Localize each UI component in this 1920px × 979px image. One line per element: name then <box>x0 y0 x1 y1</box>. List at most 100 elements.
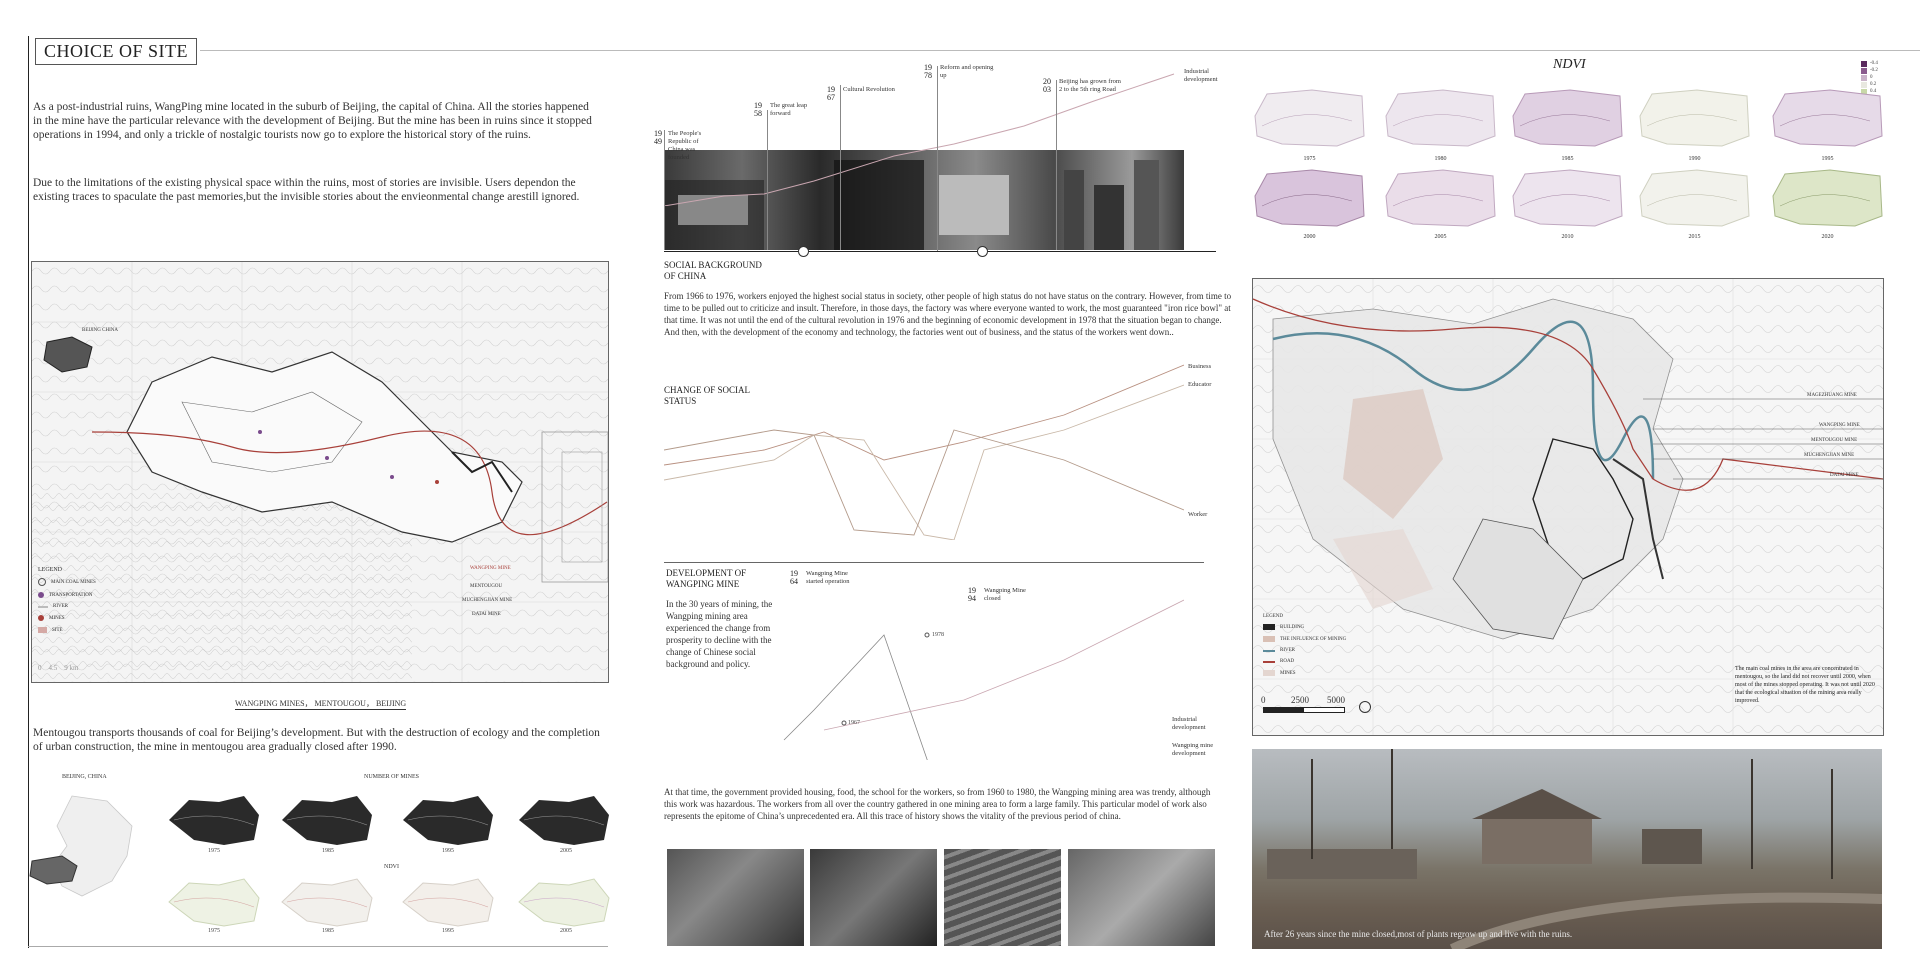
ndvi-legend-item: -0.2 <box>1861 67 1878 74</box>
swatch-icon <box>1861 67 1867 74</box>
event-1978: 19 78 Reform and opening up <box>924 63 994 80</box>
mine-area-graphic <box>1253 279 1883 735</box>
legend-road: ROAD <box>1263 659 1346 664</box>
mine-label-mentougou: MENTOUGOU MINE <box>1811 438 1858 443</box>
legend-item-main-coal: MAIN COAL MINES <box>38 578 96 586</box>
series-worker-label: Worker <box>1188 511 1208 518</box>
beijing-china-map <box>29 795 133 897</box>
ndvi-small-1985 <box>281 878 373 927</box>
ndvi-year-2005: 2005 <box>1434 234 1447 240</box>
ndvi-legend-item: -0.4 <box>1861 60 1878 67</box>
mine-legend-title: LEGEND <box>1263 614 1283 619</box>
line-icon <box>1263 660 1275 663</box>
square-icon <box>1263 670 1275 676</box>
ndvi-year-2000: 2000 <box>1303 234 1316 240</box>
development-title: DEVELOPMENT OF WANGPING MINE <box>666 568 747 589</box>
header-rule <box>200 50 1920 51</box>
mine-map-note: The main coal mines in the area are conc… <box>1735 666 1875 704</box>
section-rule <box>664 562 1204 563</box>
timeline-node-1 <box>798 246 809 257</box>
mines-map-1975 <box>169 796 259 845</box>
mine-development-chart <box>783 599 1184 760</box>
ndvi-map-2020 <box>1772 169 1883 227</box>
timeline-tick <box>664 130 665 250</box>
ndvi-year-2015: 2015 <box>1688 234 1701 240</box>
event-1949: 19 49 The People's Republic of China was… <box>654 129 702 162</box>
beijing-china-label: BEIJING, CHINA <box>62 774 107 780</box>
ndvi-map-1990 <box>1639 89 1750 147</box>
ndvi-map-2015 <box>1639 169 1750 227</box>
line-icon <box>38 605 48 608</box>
site-map: BEIJING CHINA WANGPING MINE MENTOUGOU MU… <box>31 261 609 683</box>
series-educator-label: Educator <box>1188 381 1212 388</box>
line-icon <box>1263 649 1275 652</box>
swatch-icon <box>1861 60 1867 67</box>
point-label-1978: 1978 <box>932 632 944 638</box>
event-1958: 19 58 The great leap forward <box>754 101 808 118</box>
business-line <box>664 364 1184 466</box>
limitations-paragraph: Due to the limitations of the existing p… <box>33 177 580 203</box>
legend-title: LEGEND <box>38 567 62 573</box>
legend-item-site: SITE <box>38 627 96 633</box>
mines-map-1995 <box>403 796 493 845</box>
square-icon <box>1263 624 1275 630</box>
ndvi-legend-item: 0.2 <box>1861 81 1878 88</box>
timeline-axis <box>664 251 1216 252</box>
ndvi-small-label: NDVI <box>384 864 399 870</box>
ndvi-legend-item: 0.4 <box>1861 88 1878 95</box>
ndvi-year-1995: 1995 <box>1821 156 1834 162</box>
legend-river: RIVER <box>1263 648 1346 653</box>
ndvi-small-2005 <box>518 878 610 927</box>
mine-label-datai: DATAI MINE <box>1830 473 1859 478</box>
legend-item-river: RIVER <box>38 604 96 609</box>
ruins-photo-graphic <box>1267 749 1882 949</box>
social-background-title: SOCIAL BACKGROUND OF CHINA <box>664 260 762 281</box>
series-business-label: Business <box>1188 363 1212 370</box>
map-label-beijing: BEIJING CHINA <box>82 328 118 333</box>
number-of-mines-label: NUMBER OF MINES <box>364 774 420 780</box>
scale-bar <box>1263 707 1345 713</box>
ndvi-map-2010 <box>1512 169 1623 227</box>
development-text: In the 30 years of mining, the Wangping … <box>666 599 773 669</box>
square-icon <box>38 627 47 633</box>
mine-event-1964: 19 64 Wangping Mine started operation <box>790 569 850 586</box>
ndvi-year-1990: 1990 <box>1688 156 1701 162</box>
ndvi-legend-item: 0 <box>1861 74 1878 81</box>
map-label-wangping: WANGPING MINE <box>470 566 511 571</box>
history-photo-3 <box>944 849 1061 946</box>
educator-line <box>664 384 1184 540</box>
legend-item-mines: MINES <box>38 615 96 621</box>
ndvi-small-year-2005: 2005 <box>560 928 572 934</box>
timeline-tick <box>937 66 938 251</box>
mine-label-muchengjian: MUCHENGJIAN MINE <box>1804 453 1855 458</box>
dot-icon <box>38 615 44 621</box>
point-label-1967: 1967 <box>848 720 860 726</box>
ndvi-map-1995 <box>1772 89 1883 147</box>
social-status-chart <box>664 364 1184 540</box>
mentougou-paragraph: Mentougou transports thousands of coal f… <box>33 727 600 753</box>
ndvi-small-year-1975: 1975 <box>208 928 220 934</box>
dot-icon <box>38 592 44 598</box>
mines-year-2005: 2005 <box>560 848 572 854</box>
mine-label-wangping: WANGPING MINE <box>1819 423 1860 428</box>
swatch-icon <box>1861 74 1867 81</box>
timeline-tick <box>840 85 841 250</box>
section-title: CHOICE OF SITE <box>35 38 198 65</box>
ruins-photo: After 26 years since the mine closed,mos… <box>1252 749 1882 949</box>
ndvi-year-1980: 1980 <box>1434 156 1447 162</box>
mines-map-2005 <box>519 796 609 845</box>
history-paragraph: At that time, the government provided ho… <box>664 787 1211 821</box>
legend-influence: THE INFLUENCE OF MINING <box>1263 636 1346 642</box>
ndvi-title: NDVI <box>1553 57 1586 72</box>
intro-paragraph: As a post-industrial ruins, WangPing min… <box>33 101 592 141</box>
industrial-development-line <box>664 73 1175 206</box>
map-label-datai: DATAI MINE <box>472 612 501 617</box>
left-bottom-rule <box>28 946 608 947</box>
history-photo-2 <box>810 849 937 946</box>
ruins-photo-caption: After 26 years since the mine closed,mos… <box>1264 929 1573 939</box>
mine-map-legend: LEGEND BUILDING THE INFLUENCE OF MINING … <box>1263 614 1346 682</box>
scale-5000: 5000 <box>1327 695 1345 705</box>
ndvi-map-1980 <box>1385 89 1496 147</box>
timeline-photo-graphic <box>664 160 1159 250</box>
event-2003: 20 03 Beijing has grown from 2 to the 5t… <box>1043 77 1121 94</box>
